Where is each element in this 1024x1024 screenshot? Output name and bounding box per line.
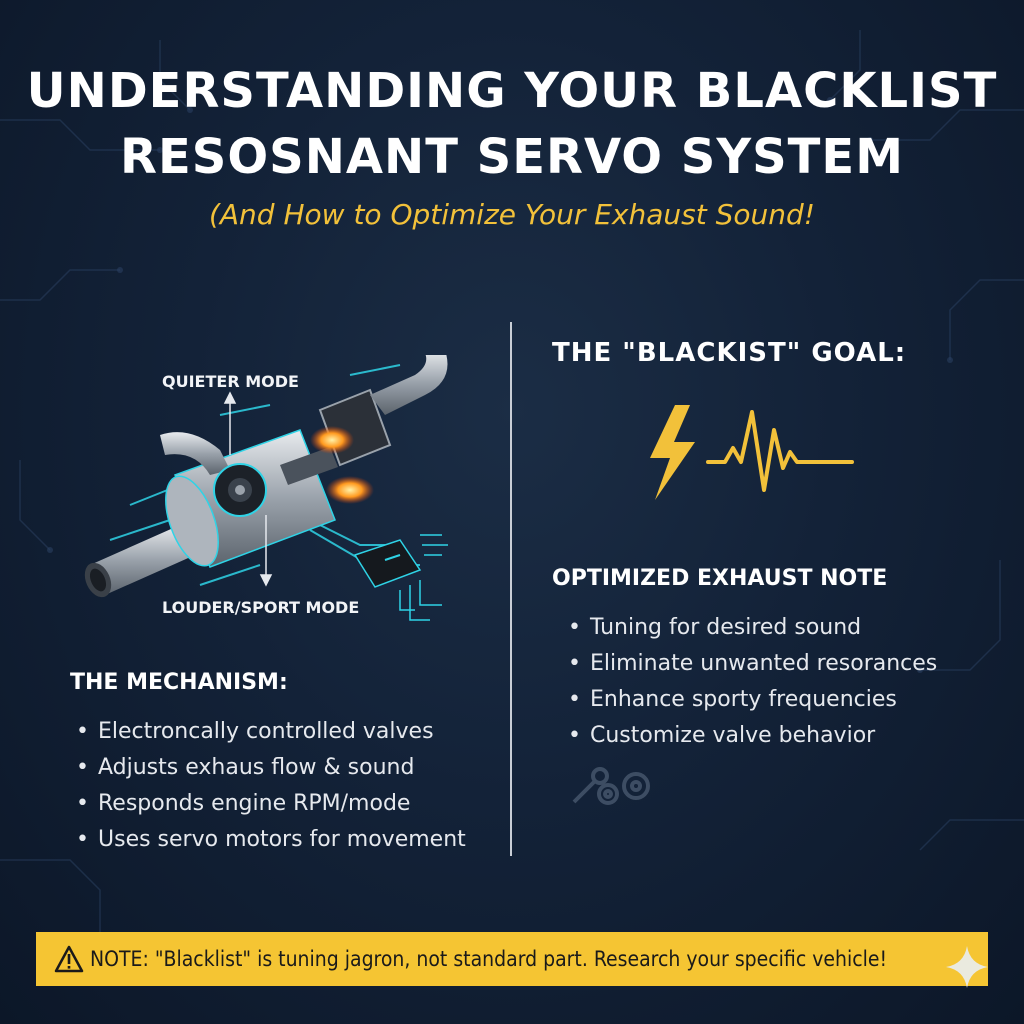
list-item: Tuning for desired sound (566, 610, 937, 646)
goal-list: Tuning for desired sound Eliminate unwan… (566, 610, 937, 754)
mechanism-title: THE MECHANISM: (70, 670, 288, 695)
list-item: Enhance sporty frequencies (566, 682, 937, 718)
exhaust-system-illustration (84, 355, 448, 621)
louder-sport-mode-label: LOUDER/SPORT MODE (162, 598, 360, 617)
goal-title: THE "BLACKIST" GOAL: (552, 338, 907, 368)
page-title: UNDERSTANDING YOUR BLACKLIST RESOSNANT S… (0, 58, 1024, 190)
list-item: Adjusts exhaus flow & sound (74, 750, 466, 786)
sparkle-icon (946, 946, 988, 988)
note-text: NOTE: "Blacklist" is tuning jagron, not … (90, 947, 888, 971)
goal-graphic (650, 405, 854, 500)
warning-icon (54, 945, 84, 973)
wrench-gears-icon (572, 767, 650, 805)
quieter-mode-label: QUIETER MODE (162, 372, 299, 391)
list-item: Customize valve behavior (566, 718, 937, 754)
title-line-2: RESOSNANT SERVO SYSTEM (120, 129, 904, 185)
title-line-1: UNDERSTANDING YOUR BLACKLIST (26, 63, 998, 119)
optimized-note-title: OPTIMIZED EXHAUST NOTE (552, 566, 888, 591)
page-subtitle: (And How to Optimize Your Exhaust Sound! (208, 198, 816, 231)
list-item: Uses servo motors for movement (74, 822, 466, 858)
column-divider (510, 322, 512, 856)
note-bar: NOTE: "Blacklist" is tuning jagron, not … (36, 932, 988, 986)
list-item: Responds engine RPM/mode (74, 786, 466, 822)
lightning-bolt-icon (650, 405, 695, 500)
list-item: Eliminate unwanted resorances (566, 646, 937, 682)
list-item: Electroncally controlled valves (74, 714, 466, 750)
sound-wave-icon (706, 410, 854, 492)
mechanism-list: Electroncally controlled valves Adjusts … (74, 714, 466, 858)
